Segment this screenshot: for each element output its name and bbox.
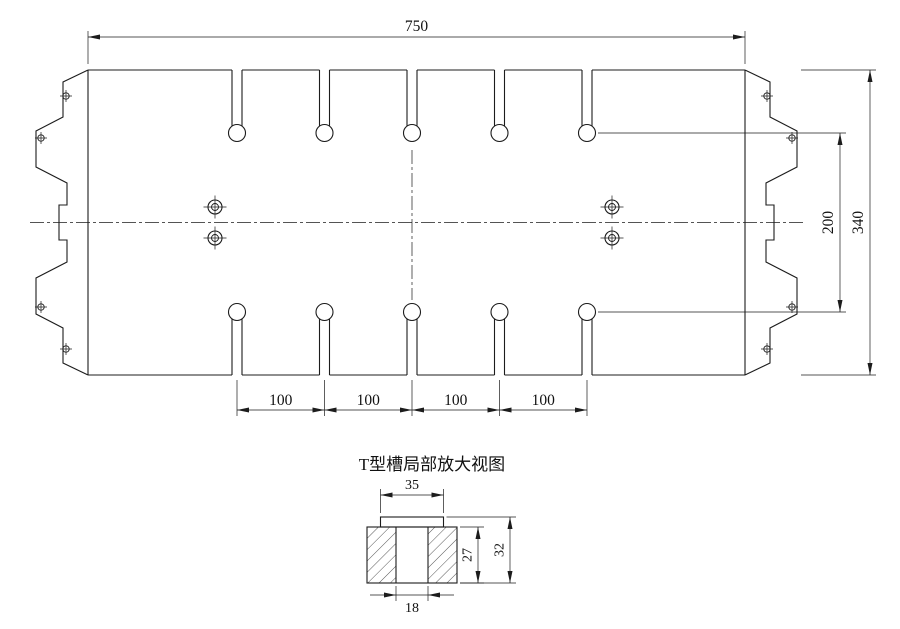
mounting-hole (202, 225, 228, 251)
dim-18-text: 18 (405, 601, 419, 616)
cap-screw (34, 131, 48, 145)
dim-200-text: 200 (820, 211, 837, 235)
dim-100-text-2: 100 (357, 392, 381, 409)
cap-screw (59, 89, 73, 103)
dim-32-text: 32 (493, 543, 508, 557)
dim-18-extension-lines (395, 586, 429, 601)
dimension-18: 18 (370, 586, 454, 616)
dim-200-extension-lines (598, 132, 846, 313)
cap-screw (59, 342, 73, 356)
mounting-hole (599, 194, 625, 220)
centerlines (30, 150, 803, 300)
dim-32-extension-lines (446, 516, 516, 584)
t-slot (490, 302, 509, 376)
mounting-hole (599, 225, 625, 251)
dim-750-text: 750 (405, 18, 429, 35)
dim-35-text: 35 (405, 478, 419, 493)
t-slot (577, 302, 597, 376)
detail-tslot-head (379, 516, 445, 528)
cap-screw (34, 300, 48, 314)
dim-100-extension-lines (236, 380, 588, 416)
t-slot (227, 302, 247, 376)
t-slot (227, 69, 247, 143)
dimension-750: 750 (87, 18, 746, 64)
detail-view: T型槽局部放大视图 35 27 32 (359, 455, 516, 616)
dimension-27: 27 (460, 526, 484, 584)
cap-screw (760, 342, 774, 356)
t-slot (577, 69, 597, 143)
main-view: 750 340 200 100 100 100 100 (30, 18, 876, 416)
cap-screw (760, 89, 774, 103)
dimension-slot-spacing: 100 100 100 100 (236, 380, 588, 416)
dim-100-text-1: 100 (269, 392, 293, 409)
t-slot (402, 302, 422, 376)
cap-screw (785, 131, 799, 145)
dim-27-text: 27 (461, 548, 476, 562)
hatch-left (367, 527, 396, 583)
dimension-200: 200 (598, 132, 846, 313)
detail-slot-walls (395, 527, 429, 583)
detail-view-title: T型槽局部放大视图 (359, 455, 505, 474)
dim-340-extension-lines (801, 69, 876, 376)
dimension-340: 340 (801, 69, 876, 376)
t-slot (490, 69, 509, 143)
hatch-right (428, 527, 457, 583)
cap-screw (785, 300, 799, 314)
t-slot (315, 302, 334, 376)
dimension-32: 32 (446, 516, 516, 584)
t-slot (402, 69, 422, 143)
t-slots-bottom (227, 302, 597, 376)
t-slot (315, 69, 334, 143)
dimension-35: 35 (380, 478, 444, 513)
dim-100-text-4: 100 (532, 392, 556, 409)
mounting-hole (202, 194, 228, 220)
dim-340-text: 340 (850, 211, 867, 235)
dim-750-extension-lines (87, 31, 746, 64)
t-slots-top (227, 69, 597, 143)
dim-100-text-3: 100 (444, 392, 468, 409)
